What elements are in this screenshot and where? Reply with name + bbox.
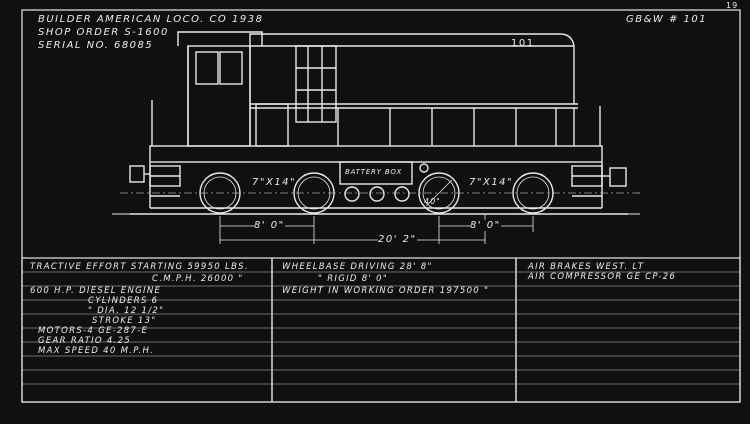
spec-motors: MOTORS-4 GE-287-E <box>38 326 149 336</box>
spec-cylinders: CYLINDERS 6 <box>88 296 159 306</box>
cab-number: 101 <box>511 38 535 49</box>
wheel-size-left: 7"x14" <box>252 177 297 188</box>
spec-wheelbase-driving: WHEELBASE DRIVING 28' 8" <box>282 262 433 272</box>
battery-box-label: BATTERY BOX <box>345 168 403 176</box>
dimension-left: 8' 0" <box>254 220 285 231</box>
spec-gear-ratio: GEAR RATIO 4.25 <box>38 336 131 346</box>
spec-weight: WEIGHT IN WORKING ORDER 197500 " <box>282 286 490 296</box>
page-number: 19 <box>726 1 739 10</box>
shop-order-line: SHOP ORDER S-1600 <box>38 27 169 38</box>
spec-engine: 600 H.P. DIESEL ENGINE <box>30 286 162 296</box>
road-number: GB&W # 101 <box>626 14 708 25</box>
spec-diameter: " DIA. 12 1/2" <box>88 306 165 316</box>
wheel-size-right: 7"x14" <box>469 177 514 188</box>
spec-tractive-effort: TRACTIVE EFFORT STARTING 59950 LBS. <box>30 262 249 272</box>
spec-air-brakes: AIR BRAKES WEST. LT <box>528 262 645 272</box>
builder-line: BUILDER AMERICAN LOCO. CO 1938 <box>38 14 264 25</box>
spec-stroke: STROKE 13" <box>92 316 157 326</box>
spec-cmph: C.M.P.H. 26000 " <box>152 274 244 284</box>
spec-max-speed: MAX SPEED 40 M.P.H. <box>38 346 155 356</box>
wheel-diameter: 40" <box>424 197 441 206</box>
serial-line: SERIAL NO. 68085 <box>38 40 154 51</box>
spec-air-compressor: AIR COMPRESSOR GE CP-26 <box>528 272 677 282</box>
spec-wheelbase-rigid: " RIGID 8' 0" <box>318 274 389 284</box>
dimension-right: 8' 0" <box>470 220 501 231</box>
dimension-center: 20' 2" <box>378 234 417 245</box>
